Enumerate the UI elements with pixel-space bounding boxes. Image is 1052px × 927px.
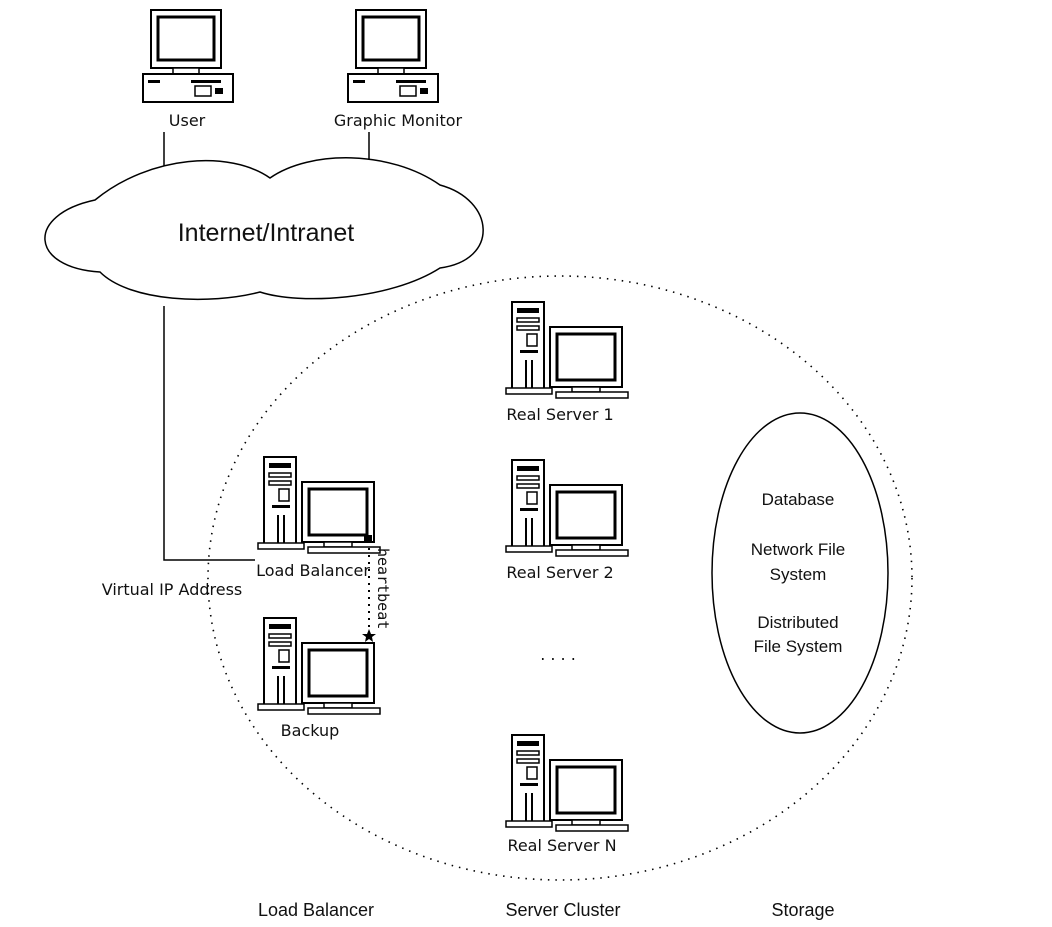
real-server-n-icon [504,733,630,833]
servers-ellipsis: . . . . [540,645,576,664]
real-server-1-label: Real Server 1 [506,405,613,424]
storage-dfs-line2: File System [754,637,843,656]
backup-label: Backup [281,721,340,740]
user-desktop-icon [141,8,235,104]
load-balancer-server-icon [256,455,382,555]
storage-database-label: Database [762,490,835,509]
real-server-2-icon [504,458,630,558]
virtual-ip-connection-line [163,306,255,561]
footer-server-cluster-label: Server Cluster [505,900,620,920]
real-server-2-label: Real Server 2 [506,563,613,582]
real-server-1-icon [504,300,630,400]
heartbeat-endpoint-top [364,535,372,543]
virtual-server-boundary [207,275,913,881]
load-balancer-label: Load Balancer [256,561,370,580]
backup-server-icon [256,616,382,716]
footer-storage-label: Storage [771,900,834,920]
user-label: User [169,111,206,130]
heartbeat-label: heartbeat [374,548,392,629]
internet-cloud [44,157,484,301]
storage-nfs-line1: Network File [751,540,845,559]
storage-nfs-line2: System [770,565,827,584]
storage-ellipse [711,412,889,734]
footer-load-balancer-label: Load Balancer [258,900,374,920]
graphic-monitor-desktop-icon [346,8,440,104]
heartbeat-endpoint-bottom [362,629,376,642]
storage-dfs-line1: Distributed [757,613,838,632]
graphic-monitor-label: Graphic Monitor [334,111,463,130]
real-server-n-label: Real Server N [507,836,616,855]
virtual-ip-label: Virtual IP Address [102,580,243,599]
internet-label: Internet/Intranet [178,219,355,247]
